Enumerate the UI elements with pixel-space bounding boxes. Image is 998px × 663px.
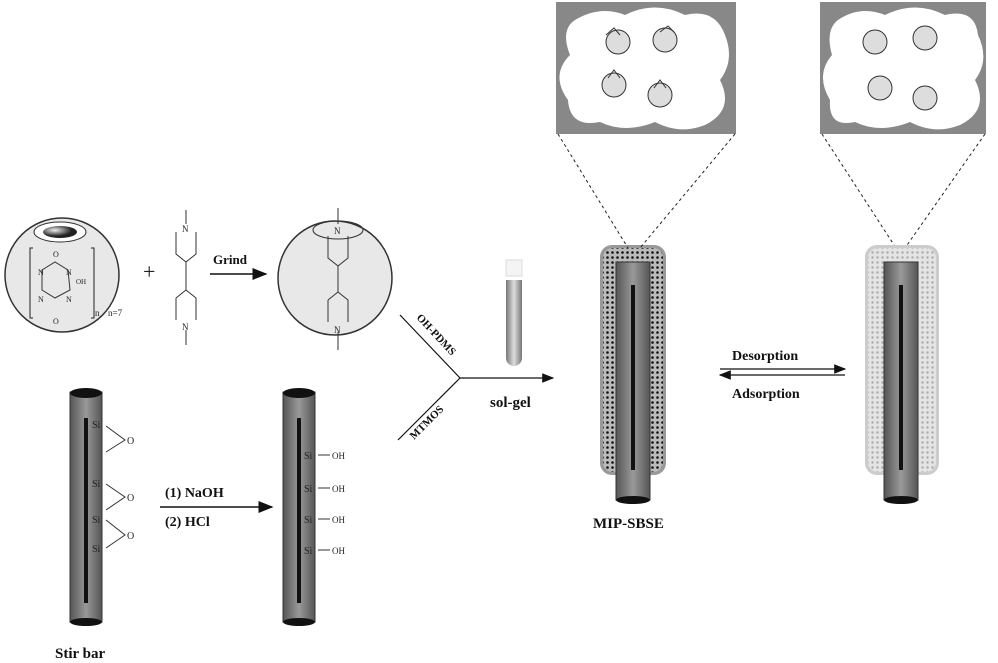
solgel-label: sol-gel <box>490 395 531 411</box>
oh-label: OH <box>332 546 345 556</box>
stir-bar-activated <box>282 388 330 626</box>
silanol-groups: Si Si Si Si OH OH OH OH <box>304 451 345 557</box>
step-hcl: (2) HCl <box>165 515 210 530</box>
oh-label: OH <box>332 515 345 525</box>
test-tube-icon <box>505 259 523 366</box>
template-removed-stir-bar <box>865 245 939 504</box>
solgel-junction <box>397 314 555 441</box>
nitrogen: N <box>334 325 341 335</box>
si-label: Si <box>304 484 313 495</box>
cucurbituril-host: O O N N N N OH n n=7 <box>4 217 123 333</box>
nitrogen: N <box>66 295 72 304</box>
si-label: Si <box>304 546 313 557</box>
nitrogen: N <box>334 226 341 236</box>
nitrogen: N <box>38 268 44 277</box>
si-label: Si <box>92 479 101 490</box>
desorption-label: Desorption <box>732 349 798 364</box>
nitrogen: N <box>182 322 189 332</box>
repeat-count: n=7 <box>108 308 123 318</box>
o-label: O <box>127 531 134 542</box>
repeat-n: n <box>95 308 100 318</box>
o-label: O <box>127 436 134 447</box>
mip-coated-stir-bar <box>600 245 666 504</box>
oh-label: OH <box>332 451 345 461</box>
siloxane-groups: Si Si Si Si O O O <box>92 420 134 555</box>
carbonyl-o: O <box>53 250 59 259</box>
oh-pdms-label: OH-PDMS <box>414 312 458 358</box>
methyl-viologen <box>175 210 197 345</box>
carbonyl-o: O <box>53 317 59 326</box>
mip-sbse-label: MIP-SBSE <box>593 516 664 532</box>
stir-bar-raw <box>69 388 103 626</box>
si-label: Si <box>304 451 313 462</box>
si-label: Si <box>92 544 101 555</box>
imprinted-cavities-zoom <box>556 2 736 134</box>
empty-cavities-zoom <box>820 2 986 134</box>
adsorption-label: Adsorption <box>732 387 800 402</box>
nitrogen: N <box>182 224 189 234</box>
oh-label: OH <box>332 484 345 494</box>
si-label: Si <box>92 515 101 526</box>
mtmos-label: MTMOS <box>408 403 447 442</box>
nitrogen: N <box>66 268 72 277</box>
si-label: Si <box>304 515 313 526</box>
step-naoh: (1) NaOH <box>165 486 224 501</box>
si-label: Si <box>92 420 101 431</box>
inclusion-complex: N N <box>277 208 393 350</box>
stir-bar-label: Stir bar <box>55 646 105 662</box>
o-label: O <box>127 493 134 504</box>
grind-label: Grind <box>213 252 248 267</box>
zoom-lines <box>557 133 986 249</box>
nitrogen: N <box>38 295 44 304</box>
plus-sign: + <box>143 259 155 284</box>
hydroxyl-label: OH <box>76 278 86 286</box>
